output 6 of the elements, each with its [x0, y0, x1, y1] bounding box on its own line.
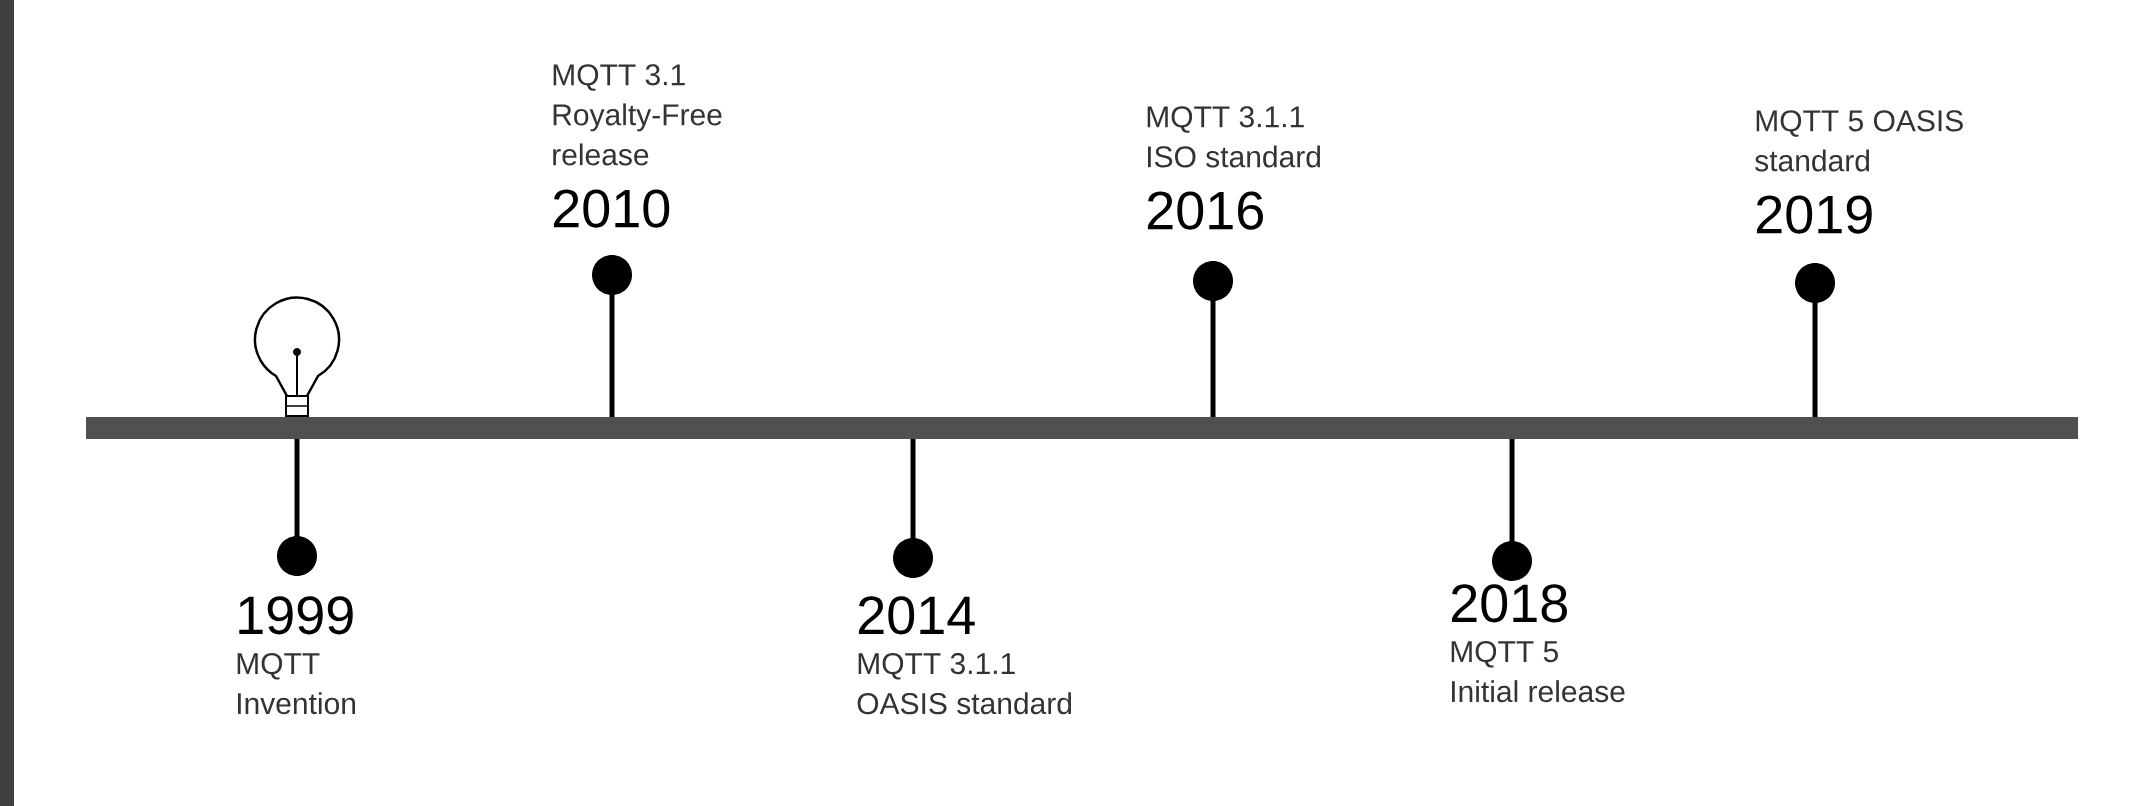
timeline-event: 2018 MQTT 5 Initial release	[1451, 584, 1625, 703]
timeline-event: 2014 MQTT 3.1.1 OASIS standard	[857, 596, 1072, 715]
timeline-event: MQTT 5 OASIS standard 2019	[1755, 110, 1963, 234]
timeline-event: MQTT 3.1 Royalty-Free release 2010	[553, 64, 722, 228]
timeline-event: 1999 MQTT Invention	[237, 596, 355, 715]
timeline-event: MQTT 3.1.1 ISO standard 2016	[1147, 106, 1320, 230]
